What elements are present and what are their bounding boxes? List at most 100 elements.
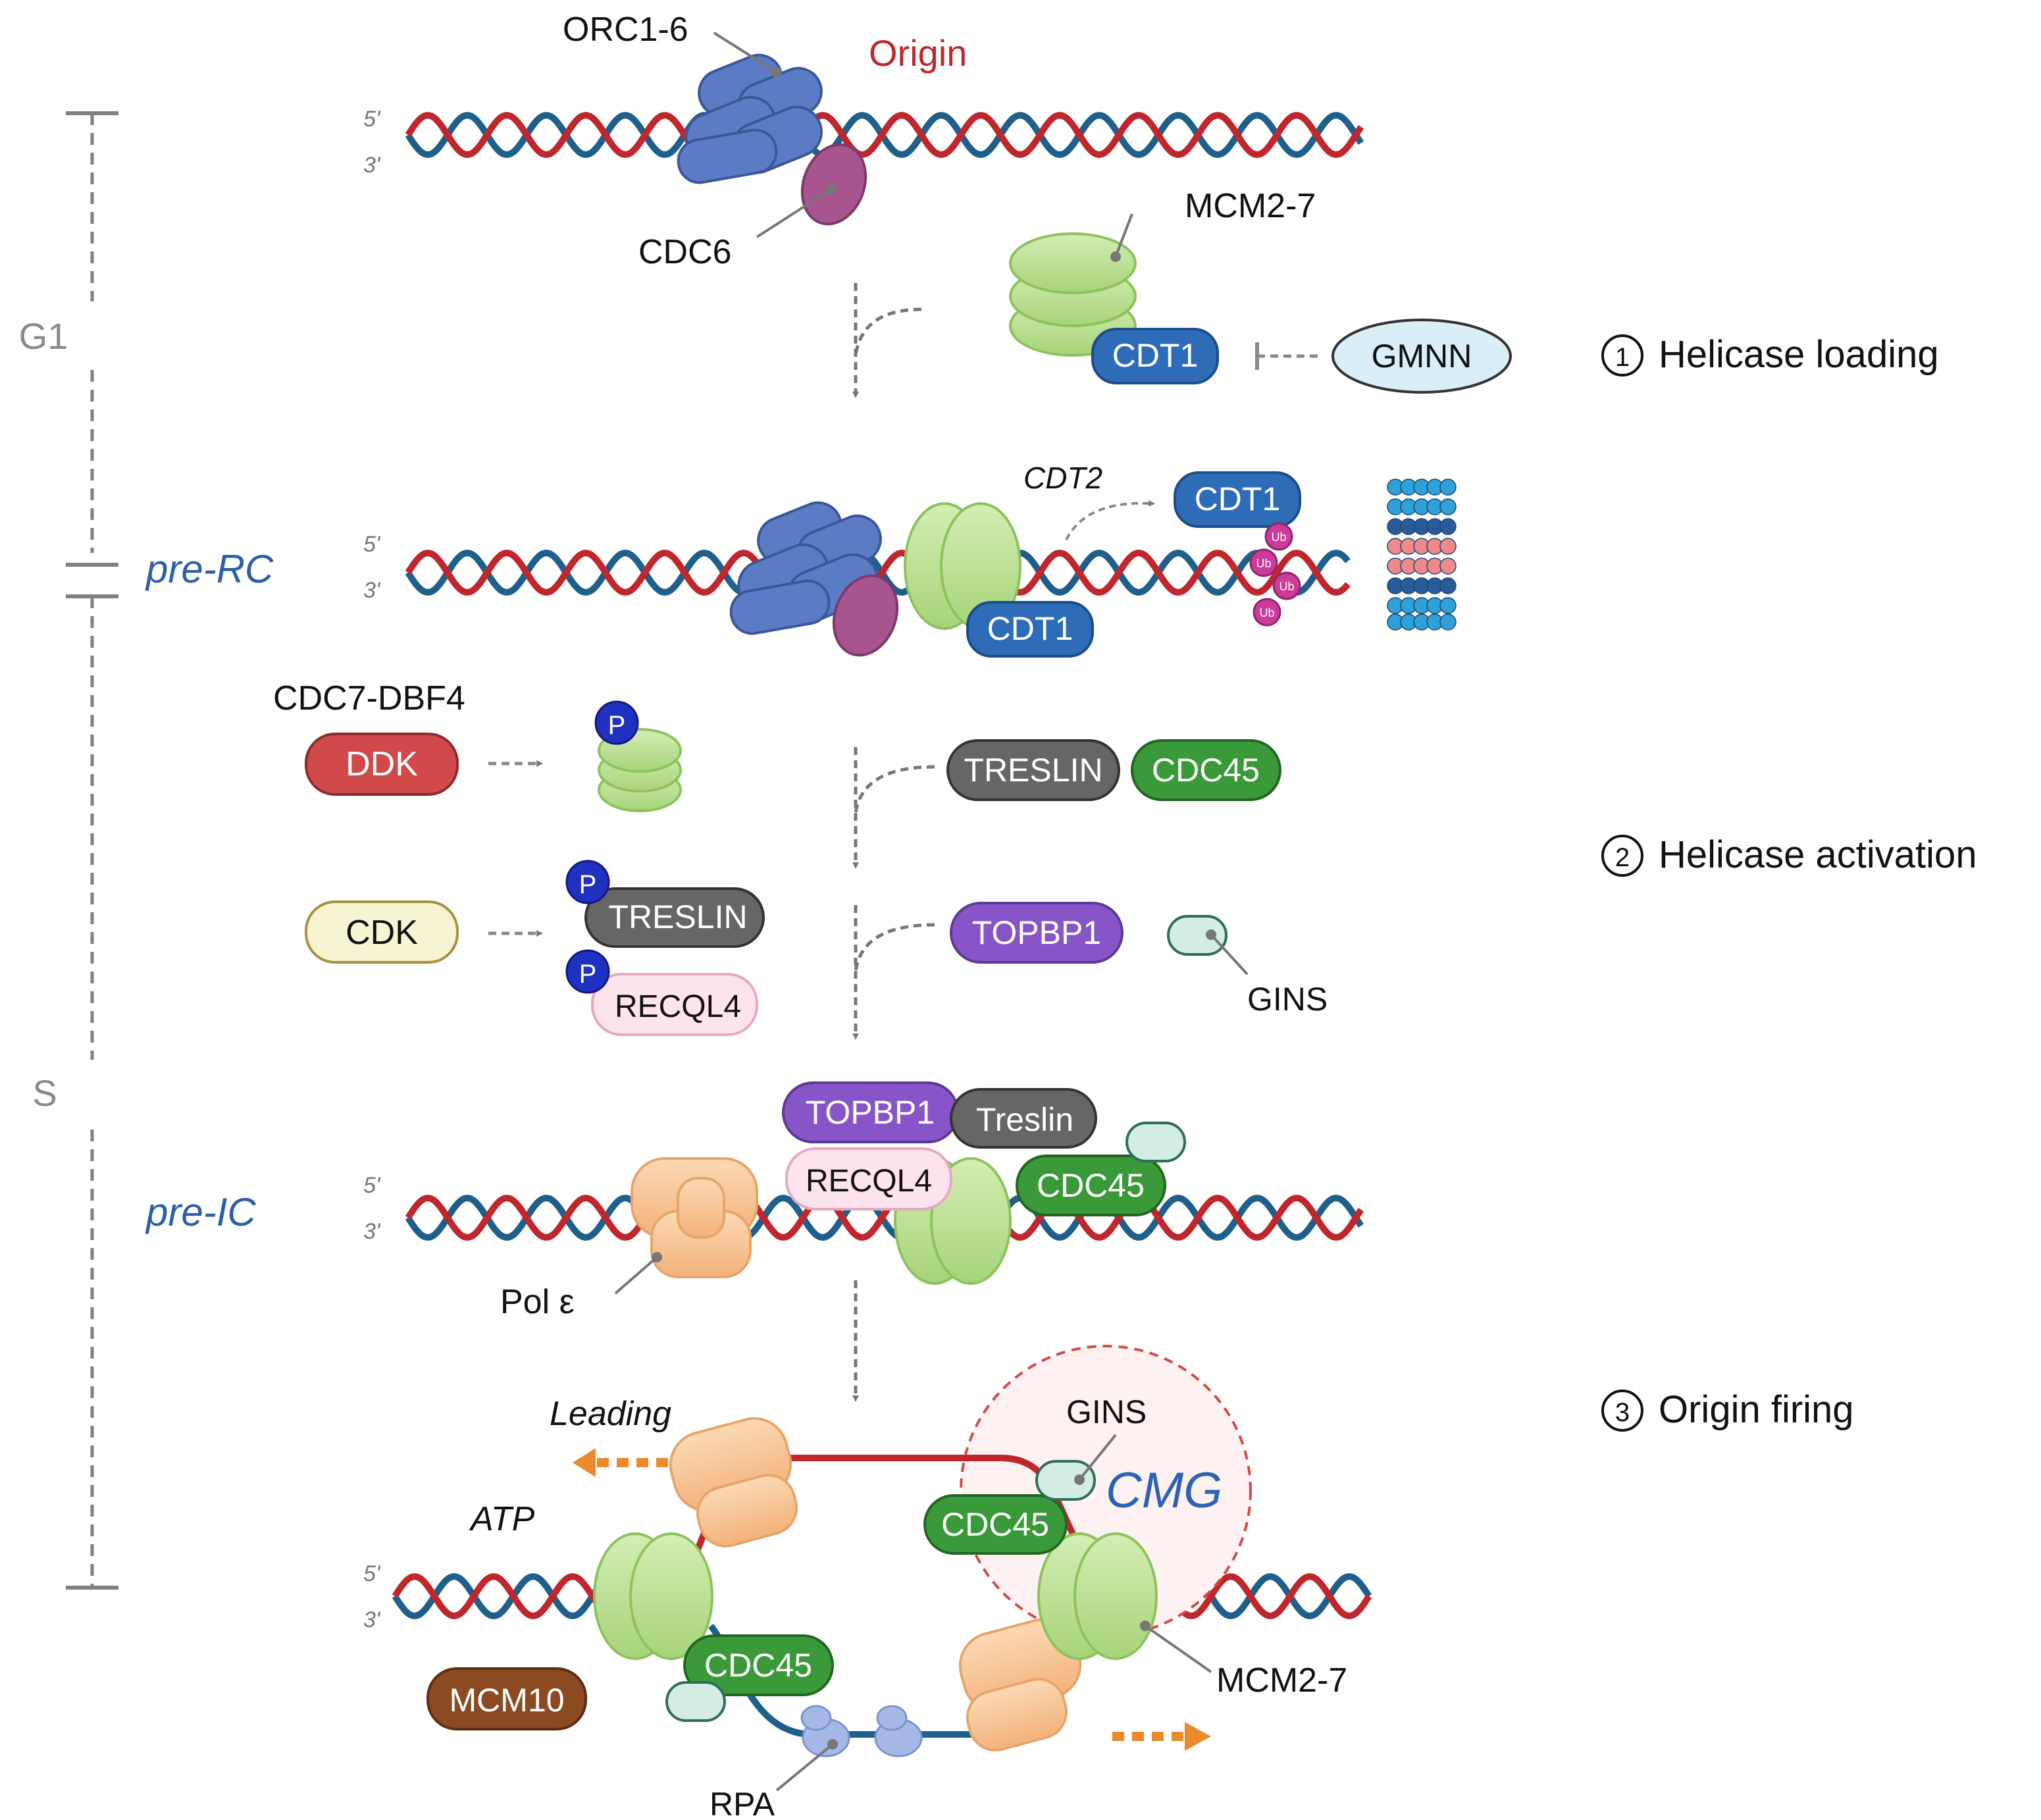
recql4-pill-pre-ic xyxy=(785,1147,952,1210)
mcm-ring-icon-pre-rc xyxy=(904,502,1021,630)
leading-direction-arrow xyxy=(573,1448,668,1477)
flow-arrow-2 xyxy=(852,747,935,869)
ddk-pill xyxy=(305,733,459,796)
recql4-label-pre-ic: RECQL4 xyxy=(806,1164,932,1199)
step-2: 2 Helicase activation xyxy=(1601,833,1977,877)
cdt2-label: CDT2 xyxy=(1023,461,1102,495)
cdk-pill xyxy=(305,900,459,964)
gins-icon xyxy=(1167,915,1227,956)
polymerase-icon-pre-ic xyxy=(631,1157,758,1278)
cdt1-pill-bound xyxy=(966,601,1094,658)
origin-label: Origin xyxy=(869,32,967,74)
topbp1-label-pre-ic: TOPBP1 xyxy=(806,1094,935,1131)
cdc45-label-top: CDC45 xyxy=(941,1506,1049,1543)
gins-icon-firing-top xyxy=(1035,1460,1096,1501)
cdt1-label-bound: CDT1 xyxy=(987,610,1073,647)
phosphate-text-treslin: P xyxy=(579,870,597,899)
cdc45-pill-pre-ic xyxy=(1016,1155,1166,1216)
treslin-label: TRESLIN xyxy=(964,752,1102,789)
polymerase-icon-top xyxy=(669,1417,798,1547)
proteasome-icon xyxy=(1387,479,1457,631)
mcm-label-firing: MCM2-7 xyxy=(1216,1661,1347,1700)
pre-rc-label: pre-RC xyxy=(145,547,274,591)
phosphate-icon-recql4 xyxy=(565,949,610,994)
treslin-label-phospho: TRESLIN xyxy=(608,898,747,935)
cdc45-label-activation: CDC45 xyxy=(1152,752,1260,789)
gmnn-label: GMNN xyxy=(1372,338,1472,375)
flow-arrow-1 xyxy=(852,283,922,398)
step-2-label: Helicase activation xyxy=(1659,833,1977,876)
cdc6-icon xyxy=(800,143,867,226)
step-2-number: 2 xyxy=(1615,843,1630,872)
flow-arrow-3 xyxy=(852,905,935,1040)
orc-complex-icon xyxy=(677,53,823,184)
phosphate-text-recql4: P xyxy=(579,960,597,989)
gins-icon-firing-bottom xyxy=(665,1681,726,1722)
cdc45-label-pre-ic: CDC45 xyxy=(1037,1167,1145,1204)
step-3: 3 Origin firing xyxy=(1601,1388,1854,1432)
step-1-label: Helicase loading xyxy=(1659,333,1939,376)
mcm-ring-icon-left xyxy=(593,1532,713,1660)
phase-s-label: S xyxy=(32,1072,57,1114)
cmg-label: CMG xyxy=(1106,1463,1222,1519)
treslin-pill-pre-ic xyxy=(950,1088,1097,1149)
phosphate-text-ddk: P xyxy=(608,711,626,740)
orc-complex-icon-pre-rc xyxy=(729,501,882,635)
phosphate-icon-ddk xyxy=(594,700,639,745)
cdc6-label: CDC6 xyxy=(638,233,732,271)
mcm-ring-icon xyxy=(1009,232,1137,357)
rpa-icon xyxy=(800,1705,923,1757)
cdt1-pill-free xyxy=(1174,471,1301,528)
cell-cycle-timeline: G1 S xyxy=(19,111,118,1590)
treslin-pill xyxy=(946,739,1120,801)
ubiquitin-icon: Ub Ub Ub Ub xyxy=(1249,522,1301,627)
step-1: 1 Helicase loading xyxy=(1601,333,1939,377)
mcm-label-row1: MCM2-7 xyxy=(1185,187,1316,225)
five-prime-label-1: 5' xyxy=(363,107,381,132)
cdc7-dbf4-label: CDC7-DBF4 xyxy=(273,679,465,717)
three-prime-label-3: 3' xyxy=(363,1219,381,1244)
step-3-number: 3 xyxy=(1615,1398,1630,1427)
ub-text-1: Ub xyxy=(1271,531,1286,544)
cdt1-pill-row1 xyxy=(1091,328,1219,384)
recql4-pill xyxy=(591,973,758,1036)
mcm10-label: MCM10 xyxy=(449,1682,564,1719)
rpa-label: RPA xyxy=(710,1786,775,1820)
treslin-pill-phospho xyxy=(584,887,765,948)
gmnn-oval xyxy=(1331,319,1512,394)
three-prime-label-2: 3' xyxy=(363,578,381,603)
gins-label-firing: GINS xyxy=(1066,1393,1147,1430)
mcm10-pill xyxy=(426,1667,587,1730)
leading-label: Leading xyxy=(550,1395,671,1433)
cdc45-label-bottom: CDC45 xyxy=(704,1647,812,1684)
step-1-number: 1 xyxy=(1615,343,1630,372)
cdc45-pill-top xyxy=(923,1494,1068,1555)
gins-icon-pre-ic xyxy=(1125,1122,1186,1162)
orc-label: ORC1-6 xyxy=(563,11,688,49)
atp-label: ATP xyxy=(469,1500,535,1538)
cdc45-pill-bottom xyxy=(683,1634,834,1696)
ub-text-2: Ub xyxy=(1256,557,1271,570)
cdt1-label-row1: CDT1 xyxy=(1112,337,1199,374)
ddk-label: DDK xyxy=(346,745,418,783)
five-prime-label-3: 5' xyxy=(363,1173,381,1198)
strand-labels: 5' 3' 5' 3' 5' 3' 5' 3' xyxy=(363,107,381,1632)
phosphate-icon-treslin xyxy=(565,860,610,904)
phase-g1-label: G1 xyxy=(19,315,68,357)
mcm-ring-icon-right xyxy=(1037,1532,1158,1660)
dna-helix-firing xyxy=(392,1573,1372,1619)
cdc6-icon-pre-rc xyxy=(832,574,899,657)
recql4-label: RECQL4 xyxy=(615,989,741,1024)
three-prime-label-4: 3' xyxy=(363,1607,381,1632)
three-prime-label-1: 3' xyxy=(363,153,381,178)
gins-label-activation: GINS xyxy=(1247,981,1328,1018)
ub-text-3: Ub xyxy=(1279,580,1294,593)
step-3-label: Origin firing xyxy=(1659,1388,1854,1431)
topbp1-pill xyxy=(950,902,1124,964)
pre-ic-label: pre-IC xyxy=(145,1190,256,1234)
fork-direction-arrow xyxy=(1112,1722,1211,1751)
topbp1-label: TOPBP1 xyxy=(972,914,1101,951)
cdc45-pill-activation xyxy=(1131,739,1281,801)
pol-e-label: Pol ε xyxy=(500,1283,575,1321)
cdk-label: CDK xyxy=(346,914,418,952)
